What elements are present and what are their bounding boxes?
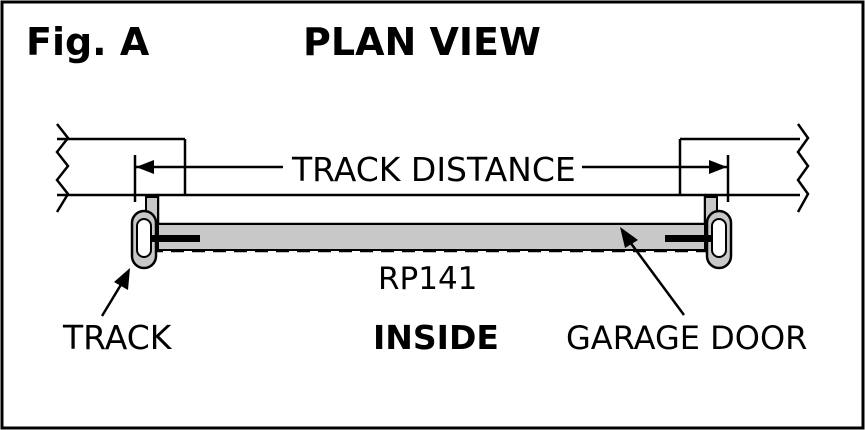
right-wall <box>678 123 810 213</box>
inside-label: INSIDE <box>373 318 499 357</box>
right-track <box>665 196 733 270</box>
arrowhead-left <box>136 160 154 174</box>
track-label: TRACK <box>62 318 173 357</box>
track-leader-arrow <box>100 268 130 317</box>
garage-door-label: GARAGE DOOR <box>566 319 807 357</box>
garage-door-header <box>156 193 707 226</box>
figure-label: Fig. A <box>26 20 150 64</box>
track-distance-label: TRACK DISTANCE <box>291 150 576 189</box>
garage-door-panel <box>157 223 706 251</box>
arrowhead-right <box>709 160 727 174</box>
garage-door-leader-arrow <box>620 227 686 316</box>
left-track <box>130 196 200 270</box>
figure-title: PLAN VIEW <box>303 20 541 64</box>
part-number-label: RP141 <box>378 261 477 297</box>
track-distance-dimension <box>133 155 730 202</box>
